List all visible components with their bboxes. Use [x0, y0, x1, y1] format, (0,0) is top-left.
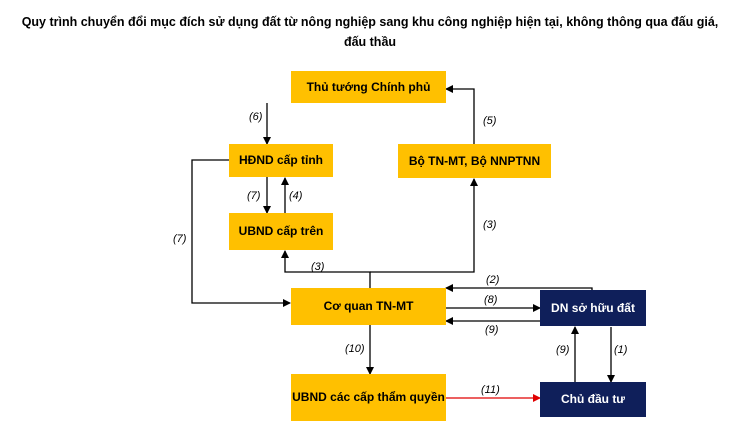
- label-5: (5): [483, 115, 497, 127]
- label-9a: (9): [485, 324, 499, 336]
- node-bo: Bộ TN-MT, Bộ NNPTNN: [398, 144, 551, 178]
- label-7a: (7): [247, 190, 261, 202]
- node-chu-dau-tu: Chủ đầu tư: [540, 382, 646, 417]
- node-thu-tuong: Thủ tướng Chính phủ: [291, 71, 446, 103]
- label-8: (8): [484, 294, 498, 306]
- node-ubnd-tren: UBND cấp trên: [229, 213, 333, 250]
- node-hdnd: HĐND cấp tỉnh: [229, 144, 333, 177]
- node-co-quan: Cơ quan TN-MT: [291, 288, 446, 325]
- label-3a: (3): [311, 261, 325, 273]
- label-10: (10): [345, 343, 365, 355]
- label-7b: (7): [173, 233, 187, 245]
- arrow-3a: [281, 250, 371, 288]
- arrow-2: [445, 284, 593, 292]
- node-ubnd-tham-quyen: UBND các cấp thẩm quyền: [291, 374, 446, 421]
- arrow-3b: [370, 178, 478, 273]
- label-2: (2): [486, 274, 500, 286]
- node-dn: DN sở hữu đất: [540, 290, 646, 326]
- label-4: (4): [289, 190, 303, 202]
- label-1: (1): [614, 344, 628, 356]
- arrow-5: [445, 85, 475, 145]
- label-11: (11): [481, 384, 500, 396]
- diagram-title: Quy trình chuyển đổi mục đích sử dụng đấ…: [21, 15, 719, 49]
- label-6: (6): [249, 111, 263, 123]
- arrow-7b: [191, 159, 291, 307]
- label-9b: (9): [556, 344, 570, 356]
- label-3b: (3): [483, 219, 497, 231]
